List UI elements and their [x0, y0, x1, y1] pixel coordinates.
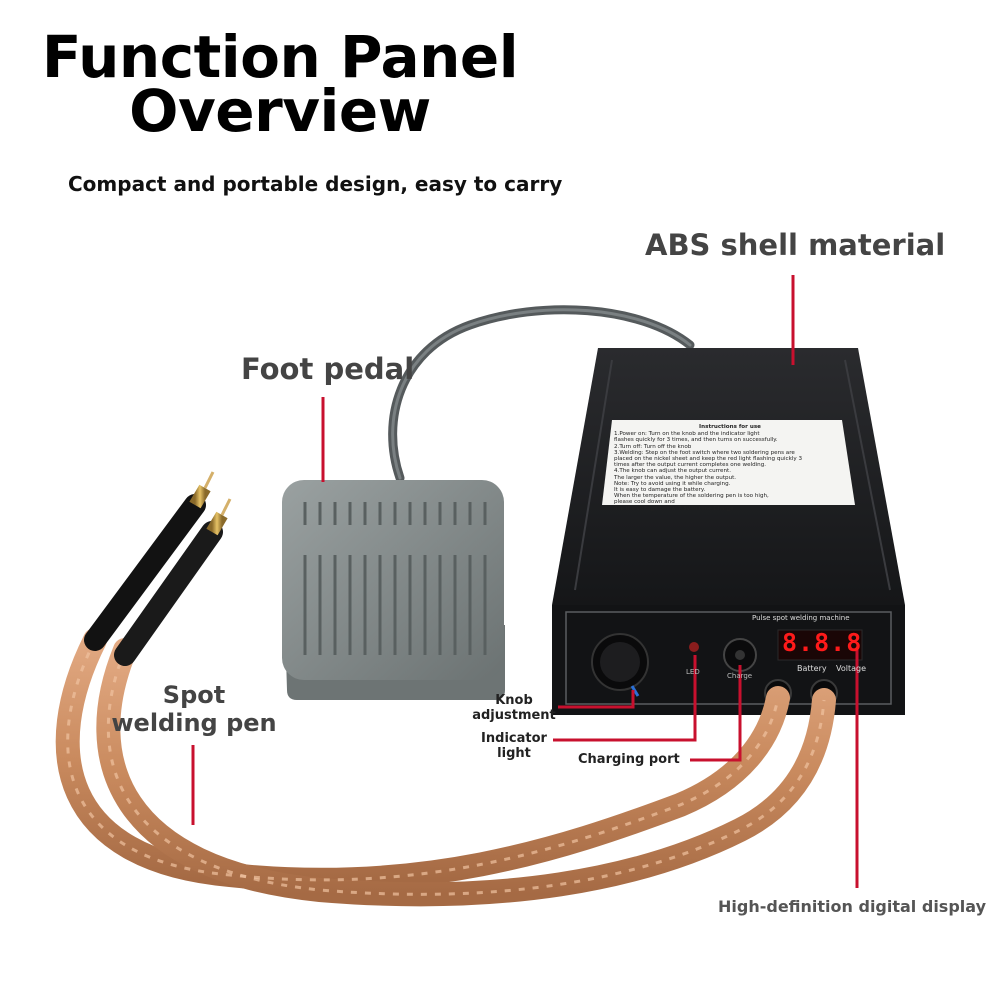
- instruction-line: When the temperature of the soldering pe…: [614, 493, 769, 500]
- label-knob-line2: adjustment: [472, 708, 556, 723]
- instruction-line: use the voltage below 7.3V in time Charg…: [614, 505, 734, 512]
- port-charge-label: Charge: [727, 672, 753, 680]
- instruction-line: 1.Power on: Turn on the knob and the ind…: [614, 431, 760, 438]
- copper-cables: [55, 628, 836, 907]
- instruction-line: It is easy to damage the battery.: [614, 487, 706, 494]
- label-indicator-line2: light: [497, 746, 531, 761]
- instruction-line: flashes quickly for 3 times, and then tu…: [614, 437, 778, 444]
- title-line-2: Overview: [129, 77, 431, 145]
- callout-line-charging: [690, 665, 742, 762]
- pedal-ribs: [303, 502, 487, 655]
- display-digits: 8.8.8: [782, 628, 863, 657]
- label-digital-display: High-definition digital display: [718, 897, 986, 916]
- label-foot-pedal: Foot pedal: [241, 352, 415, 386]
- indicator-led: [689, 642, 699, 652]
- panel-title: Pulse spot welding machine: [752, 614, 850, 622]
- port-battery-label: Battery: [797, 664, 827, 673]
- page-title: Function Panel Overview: [0, 23, 560, 145]
- label-spot-welding-pen: Spot welding pen: [108, 681, 280, 737]
- spot-welding-pens: [84, 471, 232, 666]
- instruction-lines: 1.Power on: Turn on the knob and the ind…: [614, 431, 846, 512]
- label-indicator-light: Indicator light: [474, 731, 554, 761]
- instruction-line: placed on the nickel sheet and keep the …: [614, 456, 803, 463]
- title-line-1: Function Panel: [41, 23, 519, 91]
- instruction-label: [602, 420, 855, 505]
- label-spot-pen-line2: welding pen: [111, 709, 277, 737]
- instruction-label-text: Instructions for use 1.Power on: Turn on…: [614, 424, 846, 512]
- instruction-line: please cool down and: [614, 499, 675, 506]
- instruction-line: 3.Welding: Step on the foot switch where…: [614, 449, 795, 456]
- label-knob-adjustment: Knob adjustment: [470, 693, 558, 723]
- callout-line-knob: [558, 690, 635, 709]
- callout-line-indicator: [553, 655, 697, 742]
- digital-display: [777, 629, 863, 661]
- label-abs-shell: ABS shell material: [645, 228, 946, 262]
- welding-machine: [552, 348, 905, 715]
- foot-pedal: [282, 480, 505, 700]
- label-knob-line1: Knob: [495, 693, 533, 708]
- instruction-line: 2.Turn off: Turn off the knob: [614, 443, 692, 450]
- label-spot-pen-line1: Spot: [162, 681, 226, 709]
- callout-lines: [191, 275, 859, 888]
- port-voltage-label: Voltage: [836, 664, 867, 673]
- instruction-line: The larger the value, the higher the out…: [614, 474, 737, 481]
- instruction-line: times after the output current completes…: [614, 462, 767, 469]
- instruction-line: 4.The knob can adjust the output current…: [614, 468, 731, 475]
- led-label: LED: [686, 668, 700, 676]
- label-indicator-line1: Indicator: [481, 731, 547, 746]
- pedal-cable: [388, 305, 695, 483]
- label-charging-port: Charging port: [578, 752, 680, 767]
- instruction-heading: Instructions for use: [699, 424, 761, 430]
- instruction-line: Note: Try to avoid using it while chargi…: [614, 480, 731, 487]
- page-subtitle: Compact and portable design, easy to car…: [68, 172, 563, 196]
